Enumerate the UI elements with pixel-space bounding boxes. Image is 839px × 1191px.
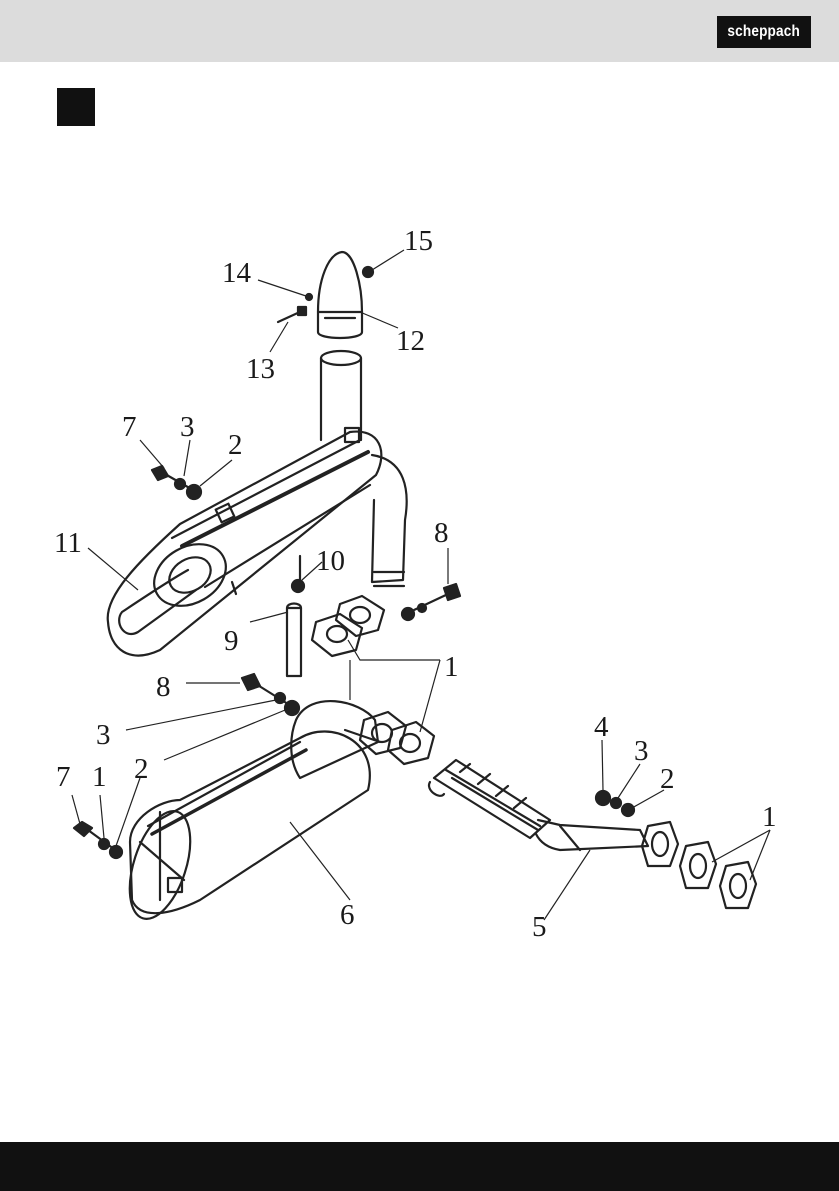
- exhaust-exploded-diagram: 15 14 13 12 7 3 2 11 10 8 9 1 8 3 7 1 2 …: [0, 200, 839, 960]
- page-header: scheppach: [0, 0, 839, 62]
- stack-pipe-part: [321, 351, 361, 440]
- part-label-10: 10: [316, 545, 345, 577]
- right-nut-part: [596, 791, 634, 816]
- part-label-5: 5: [532, 911, 547, 943]
- part-label-13: 13: [246, 353, 275, 385]
- lower-silencer-part: [118, 701, 380, 926]
- upper-left-bolt-part: [152, 466, 201, 499]
- part-label-4: 4: [594, 711, 609, 743]
- upper-silencer-part: [108, 428, 382, 655]
- part-label-8-upper: 8: [434, 517, 449, 549]
- part-label-6: 6: [340, 899, 355, 931]
- rain-cap-bolt-part: [278, 267, 373, 322]
- part-label-15: 15: [404, 225, 433, 257]
- part-label-7-upper: 7: [122, 411, 137, 443]
- lower-left-bolt-part: [74, 822, 122, 858]
- middle-bolt-part: [242, 674, 299, 715]
- part-label-2-lower-left: 2: [134, 753, 149, 785]
- part-label-3-middle: 3: [96, 719, 111, 751]
- spacer-tube-part: [287, 556, 304, 676]
- part-label-7-lower: 7: [56, 761, 71, 793]
- part-label-11: 11: [54, 527, 82, 559]
- rain-cap-part: [318, 252, 362, 338]
- part-label-9: 9: [224, 625, 239, 657]
- part-label-1-lower-left: 1: [92, 761, 107, 793]
- part-label-2-right: 2: [660, 763, 675, 795]
- part-label-14: 14: [222, 257, 252, 289]
- part-label-1-middle: 1: [444, 651, 459, 683]
- section-marker-square: [57, 88, 95, 126]
- right-flange-part: [642, 822, 756, 908]
- part-label-3-upper: 3: [180, 411, 195, 443]
- part-label-1-right: 1: [762, 801, 777, 833]
- brand-logo: scheppach: [717, 16, 811, 48]
- part-label-12: 12: [396, 325, 425, 357]
- page-footer: [0, 1142, 839, 1191]
- part-label-8-middle: 8: [156, 671, 171, 703]
- part-label-2-upper: 2: [228, 429, 243, 461]
- brand-logo-text: scheppach: [728, 23, 801, 41]
- part-label-3-right: 3: [634, 735, 649, 767]
- upper-bolt-part: [402, 584, 460, 620]
- upper-flange-part: [312, 596, 384, 656]
